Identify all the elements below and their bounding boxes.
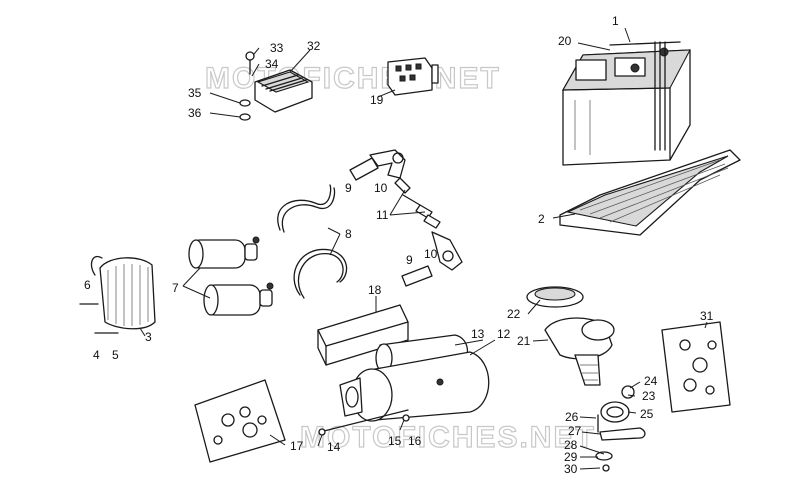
callout-14: 14 <box>327 440 341 454</box>
kit-bag-right <box>661 321 731 413</box>
callout-20: 20 <box>558 34 572 48</box>
callout-21: 21 <box>517 334 531 348</box>
battery-tray <box>559 149 741 236</box>
callout-22: 22 <box>507 307 521 321</box>
callout-2: 2 <box>538 212 545 226</box>
callout-10-lower: 10 <box>424 247 438 261</box>
callout-13: 13 <box>471 327 485 341</box>
callout-17: 17 <box>290 439 304 453</box>
spark-plug-caps <box>349 149 463 287</box>
callout-5: 5 <box>112 348 119 362</box>
leader-lines <box>139 27 708 470</box>
callout-12: 12 <box>497 327 511 341</box>
watermark-bottom: MOTOFICHES.NET <box>300 421 596 454</box>
callout-27: 27 <box>568 424 582 438</box>
alternator <box>79 255 156 334</box>
callout-3: 3 <box>145 330 152 344</box>
watermark-top: MOTOFICHES.NET <box>205 62 501 95</box>
callout-15: 15 <box>388 434 402 448</box>
callout-19: 19 <box>370 93 384 107</box>
callout-33: 33 <box>270 41 284 55</box>
callout-6: 6 <box>84 278 91 292</box>
callout-9-lower: 9 <box>406 253 413 267</box>
ignition-cables <box>277 184 348 299</box>
kit-bag-left <box>194 379 286 463</box>
callout-32: 32 <box>307 39 321 53</box>
callout-10-upper: 10 <box>374 181 388 195</box>
callout-4: 4 <box>93 348 100 362</box>
callout-labels: 1 2 3 4 5 6 7 8 9 9 10 10 11 12 13 14 15… <box>84 14 714 476</box>
battery <box>562 41 691 166</box>
callout-18: 18 <box>368 283 382 297</box>
callout-26: 26 <box>565 410 579 424</box>
callout-34: 34 <box>265 57 279 71</box>
callout-1: 1 <box>612 14 619 28</box>
callout-25: 25 <box>640 407 654 421</box>
callout-11: 11 <box>376 208 389 222</box>
callout-30: 30 <box>564 462 578 476</box>
voltage-regulator <box>239 51 313 121</box>
callout-36: 36 <box>188 106 202 120</box>
callout-29: 29 <box>564 450 578 464</box>
callout-8: 8 <box>345 227 352 241</box>
callout-23: 23 <box>642 389 656 403</box>
distributor <box>526 286 646 472</box>
callout-24: 24 <box>644 374 658 388</box>
fuse-box <box>317 304 409 366</box>
callout-7: 7 <box>172 281 179 295</box>
connector-block <box>387 57 439 96</box>
starter-motor <box>318 334 490 436</box>
callout-31: 31 <box>700 309 714 323</box>
callout-28: 28 <box>564 438 578 452</box>
callout-35: 35 <box>188 86 202 100</box>
callout-16: 16 <box>408 434 422 448</box>
ignition-coils <box>188 236 274 316</box>
callout-9-upper: 9 <box>345 181 352 195</box>
